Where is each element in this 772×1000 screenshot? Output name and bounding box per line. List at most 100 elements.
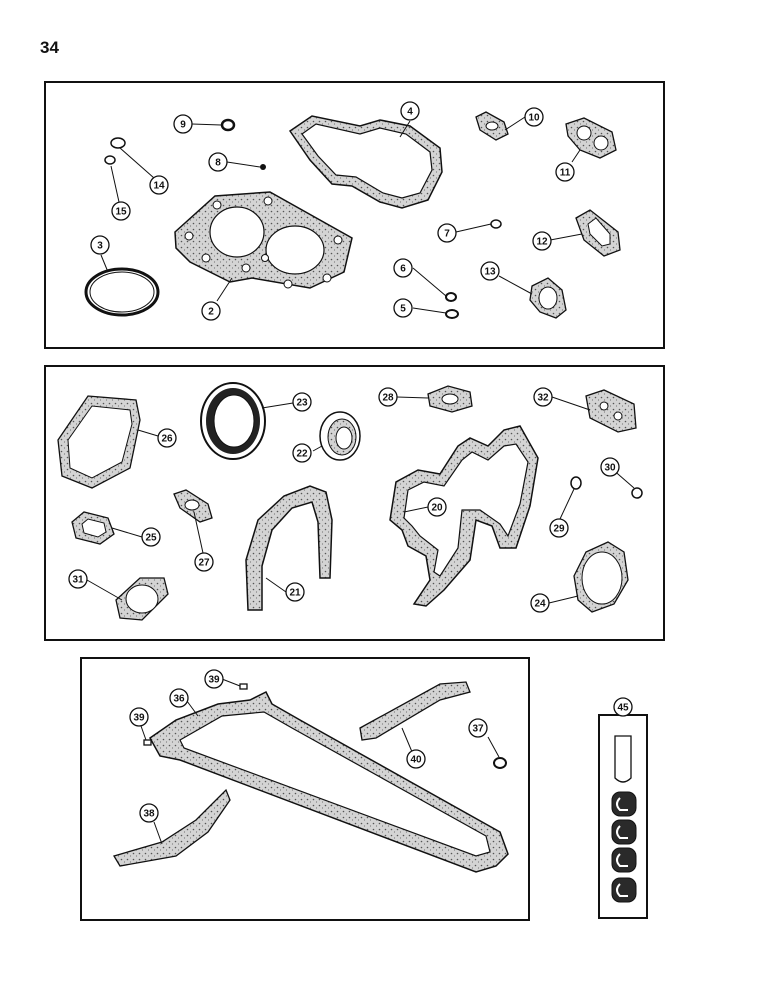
- callout-36: 36: [169, 688, 189, 708]
- callout-14: 14: [149, 175, 169, 195]
- svg-text:36: 36: [173, 694, 185, 705]
- svg-text:20: 20: [431, 503, 443, 514]
- callout-15: 15: [111, 201, 131, 221]
- svg-text:5: 5: [400, 304, 406, 315]
- callout-38: 38: [139, 803, 159, 823]
- callout-39-lower: 39: [129, 707, 149, 727]
- callout-6: 6: [393, 258, 413, 278]
- svg-text:28: 28: [382, 393, 394, 404]
- callout-5: 5: [393, 298, 413, 318]
- svg-text:10: 10: [528, 113, 540, 124]
- svg-text:11: 11: [560, 168, 571, 179]
- svg-text:38: 38: [143, 809, 155, 820]
- part-3-o-ring: [84, 267, 160, 317]
- part-39-clip-upper: [239, 683, 248, 690]
- callout-27: 27: [194, 552, 214, 572]
- callout-37: 37: [468, 718, 488, 738]
- callout-10: 10: [524, 107, 544, 127]
- callout-12: 12: [532, 231, 552, 251]
- svg-text:3: 3: [97, 241, 103, 252]
- part-31-gasket: [115, 577, 169, 621]
- svg-text:39: 39: [208, 675, 220, 686]
- part-27-gasket: [173, 489, 213, 523]
- callout-4: 4: [400, 101, 420, 121]
- svg-text:32: 32: [537, 393, 549, 404]
- callout-32: 32: [533, 387, 553, 407]
- panel-middle: [44, 365, 665, 641]
- svg-text:25: 25: [145, 533, 157, 544]
- part-39-clip-lower: [143, 739, 152, 746]
- part-15-washer: [104, 155, 116, 165]
- part-28-gasket: [427, 385, 473, 413]
- svg-text:23: 23: [296, 398, 308, 409]
- kit-sleeve-1: [611, 791, 637, 817]
- part-11-gasket: [565, 117, 617, 159]
- part-26-gasket: [57, 395, 141, 489]
- callout-29: 29: [549, 518, 569, 538]
- part-21-arch-gasket: [245, 485, 333, 611]
- svg-text:45: 45: [617, 703, 629, 714]
- panel-bottom: [80, 657, 530, 921]
- svg-text:2: 2: [208, 307, 214, 318]
- svg-text:12: 12: [536, 237, 548, 248]
- callout-20: 20: [427, 497, 447, 517]
- callout-40: 40: [406, 749, 426, 769]
- svg-text:24: 24: [534, 599, 546, 610]
- part-37-nut: [493, 757, 507, 769]
- part-2-head-gasket: [174, 191, 353, 289]
- svg-text:31: 31: [72, 575, 84, 586]
- callout-26: 26: [157, 428, 177, 448]
- callout-28: 28: [378, 387, 398, 407]
- callout-39-upper: 39: [204, 669, 224, 689]
- svg-text:39: 39: [133, 713, 145, 724]
- part-38-gasket: [113, 788, 231, 867]
- svg-text:21: 21: [289, 588, 301, 599]
- svg-text:15: 15: [115, 207, 127, 218]
- callout-9: 9: [173, 114, 193, 134]
- part-36-pan-gasket: [149, 690, 509, 873]
- part-6-washer: [445, 292, 457, 302]
- panel-top: [44, 81, 665, 349]
- kit-sleeve-4: [611, 877, 637, 903]
- svg-text:13: 13: [484, 267, 496, 278]
- callout-7: 7: [437, 223, 457, 243]
- leader-lines: [86, 116, 635, 845]
- part-23-seal: [200, 382, 266, 460]
- callout-23: 23: [292, 392, 312, 412]
- part-7-washer: [490, 219, 502, 229]
- svg-text:22: 22: [296, 449, 308, 460]
- svg-text:14: 14: [153, 181, 165, 192]
- part-9-seal: [220, 118, 236, 132]
- part-8-plug: [260, 164, 266, 170]
- part-13-gasket: [529, 277, 567, 319]
- callout-2: 2: [201, 301, 221, 321]
- svg-text:29: 29: [553, 524, 565, 535]
- part-40-gasket: [359, 681, 471, 741]
- part-24-gasket: [573, 541, 629, 613]
- part-32-gasket: [585, 389, 637, 433]
- part-5-washer: [445, 309, 459, 319]
- kit-sleeve-2: [611, 819, 637, 845]
- part-3-o-ring-inner: [89, 271, 155, 313]
- callout-25: 25: [141, 527, 161, 547]
- svg-text:37: 37: [472, 724, 484, 735]
- part-14-washer: [110, 137, 126, 149]
- part-25-gasket: [71, 511, 115, 545]
- svg-text:26: 26: [161, 434, 173, 445]
- svg-text:8: 8: [215, 158, 221, 169]
- page-number: 34: [40, 38, 59, 57]
- callout-3: 3: [90, 235, 110, 255]
- callout-11: 11: [555, 162, 575, 182]
- part-29-washer: [570, 476, 582, 490]
- callout-22: 22: [292, 443, 312, 463]
- callout-8: 8: [208, 152, 228, 172]
- part-30-ball: [631, 487, 643, 499]
- callout-13: 13: [480, 261, 500, 281]
- part-4-gasket: [288, 115, 443, 209]
- callout-31: 31: [68, 569, 88, 589]
- part-12-gasket: [575, 209, 621, 257]
- part-45-kit: [611, 735, 637, 903]
- callout-24: 24: [530, 593, 550, 613]
- callout-45: 45: [613, 697, 633, 717]
